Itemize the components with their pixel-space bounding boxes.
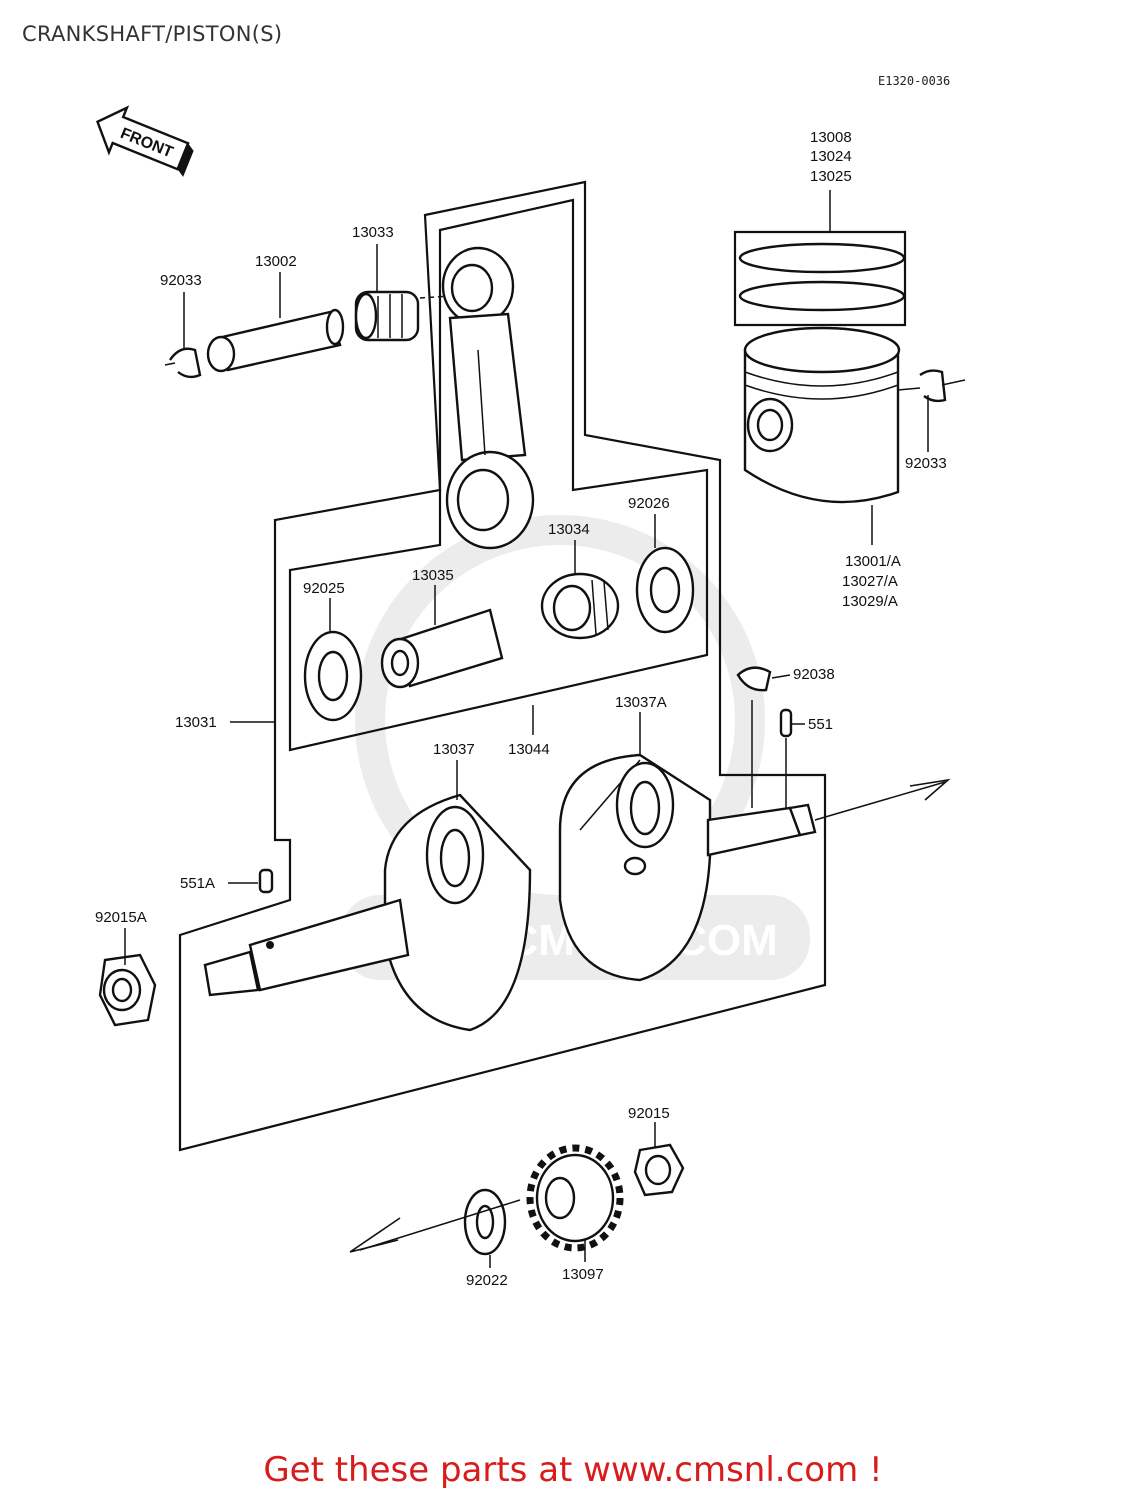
thrust-washer-left xyxy=(303,630,363,722)
piston-ring-box xyxy=(733,230,907,327)
label-92033-right: 92033 xyxy=(905,455,947,472)
piston-ring-top xyxy=(738,242,906,274)
small-end-bearing xyxy=(354,290,420,342)
label-13034: 13034 xyxy=(548,521,590,538)
label-551: 551 xyxy=(808,716,833,733)
nut-92015 xyxy=(633,1143,685,1197)
piston-ring-bottom xyxy=(738,280,906,312)
label-92033-left: 92033 xyxy=(160,272,202,289)
crank-pin xyxy=(380,608,504,689)
crankshaft-left-shaft xyxy=(203,898,410,997)
connecting-rod xyxy=(441,246,535,550)
label-13027A: 13027/A xyxy=(842,573,898,590)
dowel-pin-left xyxy=(258,868,274,894)
label-92015: 92015 xyxy=(628,1105,670,1122)
page-title: CRANKSHAFT/PISTON(S) xyxy=(22,22,283,46)
label-13002: 13002 xyxy=(255,253,297,270)
label-13024: 13024 xyxy=(810,148,852,165)
label-92025: 92025 xyxy=(303,580,345,597)
label-13031: 13031 xyxy=(175,714,217,731)
big-end-bearing xyxy=(540,572,620,640)
promo-footer-link[interactable]: Get these parts at www.cmsnl.com ! xyxy=(263,1450,883,1490)
washer-92022 xyxy=(463,1188,507,1256)
label-13033: 13033 xyxy=(352,224,394,241)
label-13029A: 13029/A xyxy=(842,593,898,610)
inner-outline-conrod xyxy=(288,198,709,752)
piston-pin xyxy=(206,308,345,373)
crankshaft-right-shaft xyxy=(706,803,817,857)
label-92015A: 92015A xyxy=(95,909,147,926)
crank-gear xyxy=(526,1144,624,1252)
label-551A: 551A xyxy=(180,875,215,892)
crankshaft-assembly-outline xyxy=(178,180,827,1152)
circlip-left xyxy=(169,347,202,379)
label-13037A: 13037A xyxy=(615,694,667,711)
flywheel-left xyxy=(383,793,532,1032)
label-13037: 13037 xyxy=(433,741,475,758)
flywheel-right xyxy=(558,753,712,982)
nut-left xyxy=(98,953,157,1027)
label-13025: 13025 xyxy=(810,168,852,185)
label-92026: 92026 xyxy=(628,495,670,512)
label-13035: 13035 xyxy=(412,567,454,584)
piston xyxy=(743,326,901,504)
dowel-pin xyxy=(779,708,793,738)
label-13097: 13097 xyxy=(562,1266,604,1283)
label-92038: 92038 xyxy=(793,666,835,683)
woodruff-key xyxy=(736,666,772,692)
leader-lines xyxy=(124,190,929,1268)
front-arrow-icon: FRONT xyxy=(96,105,194,177)
label-13008: 13008 xyxy=(810,129,852,146)
drawing-code: E1320-0036 xyxy=(878,74,950,88)
thrust-washer-right xyxy=(635,546,695,634)
label-92022: 92022 xyxy=(466,1272,508,1289)
label-13001A: 13001/A xyxy=(845,553,901,570)
label-13044: 13044 xyxy=(508,741,550,758)
circlip-right xyxy=(919,369,947,403)
